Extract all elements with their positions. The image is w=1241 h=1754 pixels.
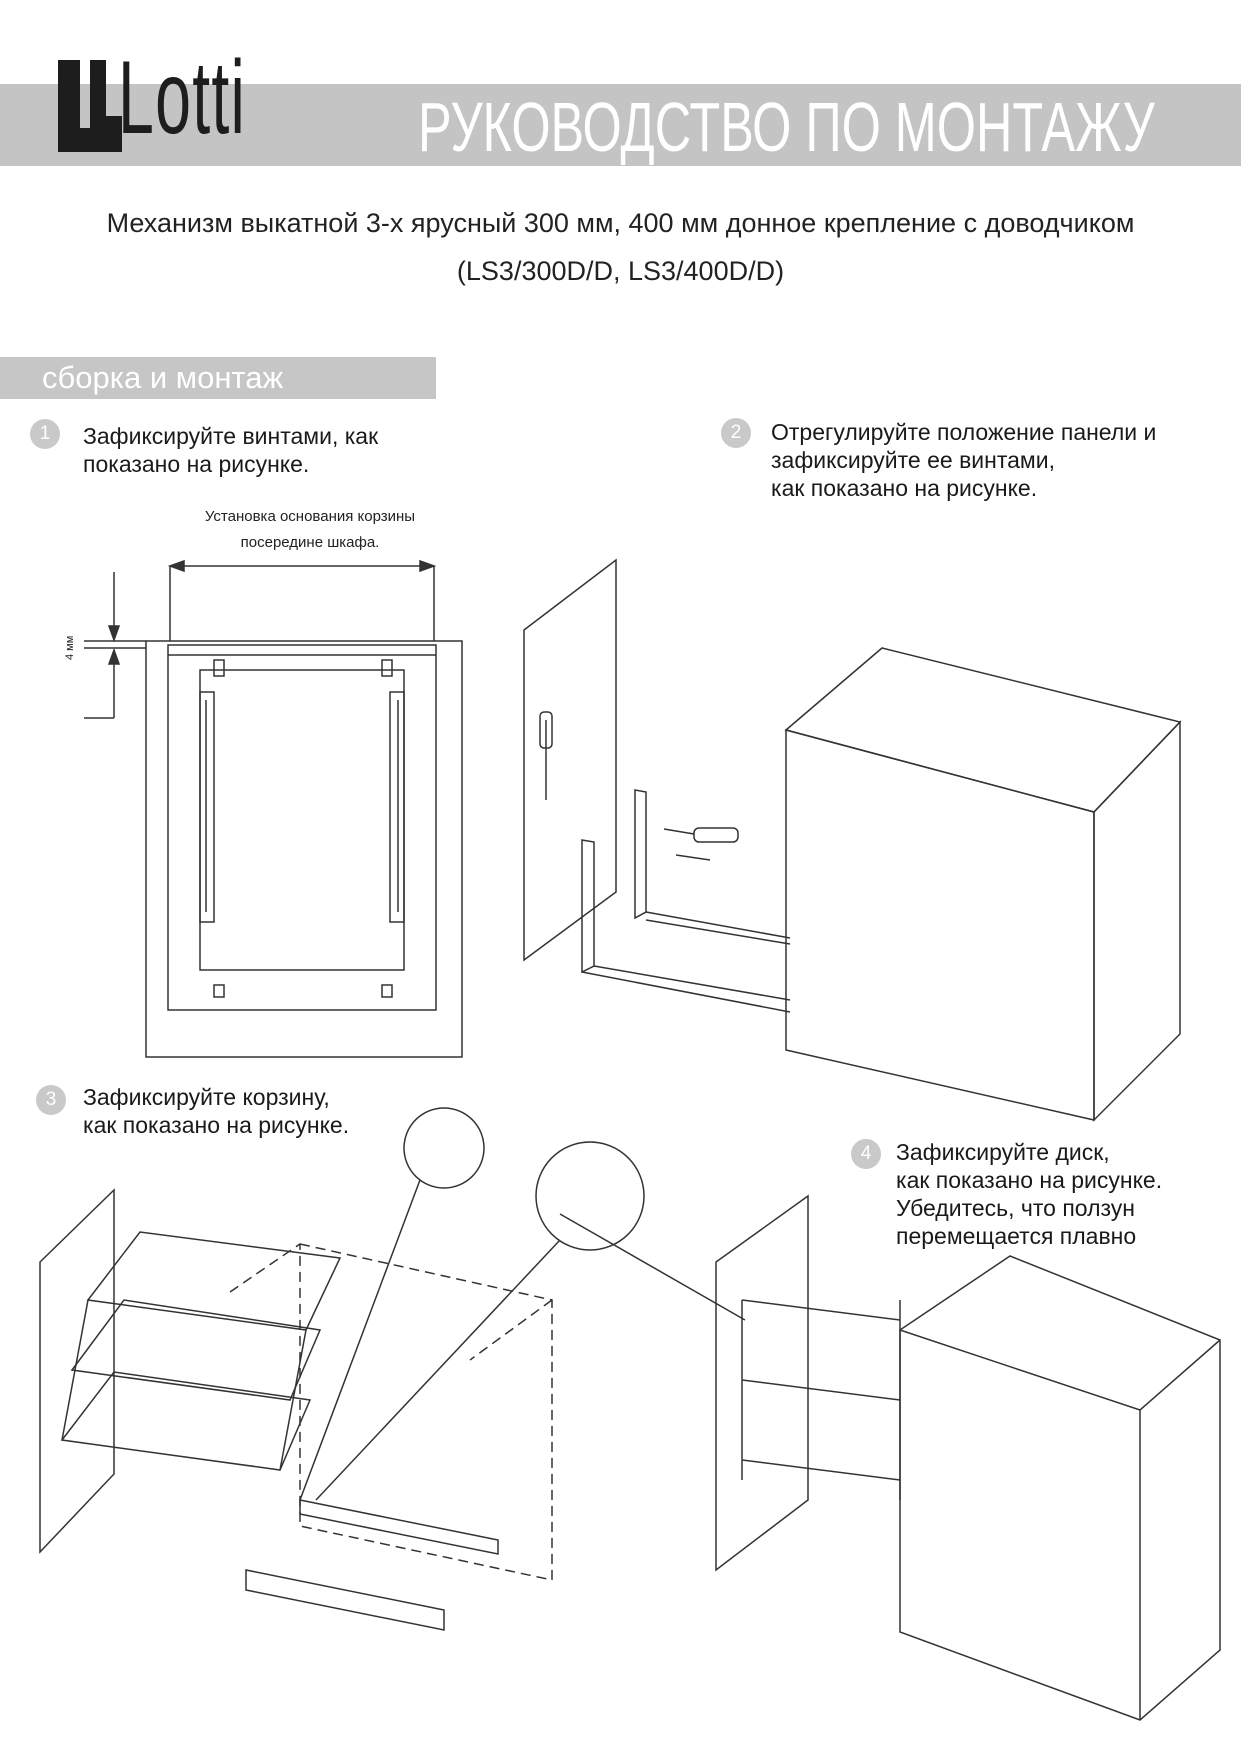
figure-1-annotation: Установка основания корзины посередине ш… — [204, 508, 416, 551]
section-label: сборка и монтаж — [42, 360, 284, 395]
figure-1-front-view — [84, 559, 463, 1058]
step-1-text: Зафиксируйте винтами, как показано на ри… — [83, 423, 379, 477]
brand-name: Lotti — [118, 40, 247, 156]
figure-3-basket-view — [39, 1107, 645, 1631]
step-3-number: 3 — [36, 1085, 66, 1115]
figure-2-panel-view — [523, 558, 1182, 1122]
step-2-text: Отрегулируйте положение панели и зафикси… — [771, 419, 1157, 501]
step-3-text: Зафиксируйте корзину, как показано на ри… — [83, 1084, 350, 1138]
header-band — [0, 84, 1241, 166]
brand-logo-mark — [58, 60, 122, 152]
step-4-text: Зафиксируйте диск, как показано на рисун… — [896, 1139, 1163, 1249]
section-band — [0, 357, 436, 399]
page-title: РУКОВОДСТВО ПО МОНТАЖУ — [418, 88, 1155, 166]
step-1-number: 1 — [30, 419, 60, 449]
step-2-number: 2 — [721, 418, 751, 448]
step-4-number: 4 — [851, 1139, 881, 1169]
figure-4-assembled-view — [559, 1194, 1221, 1721]
product-description: Механизм выкатной 3-х ярусный 300 мм, 40… — [106, 208, 1135, 238]
product-models: (LS3/300D/D, LS3/400D/D) — [456, 256, 785, 286]
